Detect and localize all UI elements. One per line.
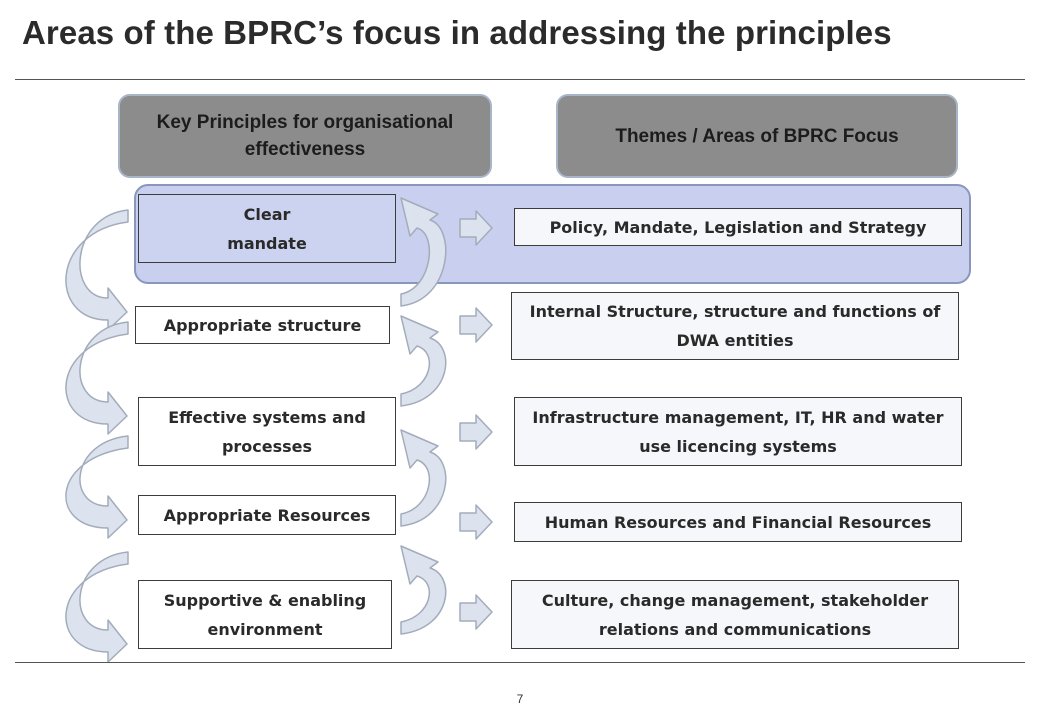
title-divider	[15, 79, 1025, 80]
page-number: 7	[516, 692, 524, 706]
right-block-arrow	[459, 414, 493, 450]
bprc-focus-header: Themes / Areas of BPRC Focus	[556, 94, 958, 178]
theme-label: Culture, change management, stakeholder …	[541, 590, 929, 639]
theme-box-policy: Policy, Mandate, Legislation and Strateg…	[514, 208, 962, 246]
principle-box-appropriate-resources: Appropriate Resources	[138, 495, 396, 535]
theme-label: Infrastructure management, IT, HR and wa…	[532, 407, 944, 456]
principle-box-effective-systems: Effective systems and processes	[138, 397, 396, 466]
theme-label: Policy, Mandate, Legislation and Strateg…	[549, 217, 927, 237]
theme-box-culture: Culture, change management, stakeholder …	[511, 580, 959, 649]
right-flow-arrow	[400, 429, 447, 527]
theme-label: Human Resources and Financial Resources	[544, 512, 932, 532]
right-block-arrow	[459, 307, 493, 343]
key-principles-header-label: Key Principles for organisational effect…	[156, 112, 454, 160]
principle-box-appropriate-structure: Appropriate structure	[135, 306, 390, 344]
theme-box-resources: Human Resources and Financial Resources	[514, 502, 962, 542]
right-flow-arrow	[400, 197, 447, 307]
left-flow-arrow	[65, 321, 129, 435]
principle-label: Clear mandate	[227, 204, 307, 253]
bprc-focus-header-label: Themes / Areas of BPRC Focus	[615, 125, 899, 147]
right-block-arrow	[459, 504, 493, 540]
right-flow-arrow	[400, 545, 447, 635]
principle-label: Effective systems and processes	[168, 407, 366, 456]
footer-divider	[15, 662, 1025, 663]
principle-box-supportive-environment: Supportive & enabling environment	[138, 580, 392, 649]
theme-box-infrastructure: Infrastructure management, IT, HR and wa…	[514, 397, 962, 466]
right-block-arrow	[459, 210, 493, 246]
slide-title: Areas of the BPRC’s focus in addressing …	[22, 14, 892, 51]
left-flow-arrow	[65, 435, 129, 539]
principle-label: Appropriate Resources	[163, 505, 371, 525]
theme-label: Internal Structure, structure and functi…	[529, 302, 941, 350]
principle-box-clear-mandate: Clear mandate	[138, 194, 396, 263]
left-flow-arrow	[65, 551, 129, 663]
right-block-arrow	[459, 594, 493, 630]
theme-box-internal-structure: Internal Structure, structure and functi…	[511, 292, 959, 360]
left-flow-arrow	[65, 209, 129, 331]
principle-label: Supportive & enabling environment	[163, 590, 367, 639]
principle-label: Appropriate structure	[163, 315, 362, 335]
right-flow-arrow	[400, 315, 447, 407]
key-principles-header: Key Principles for organisational effect…	[118, 94, 492, 178]
